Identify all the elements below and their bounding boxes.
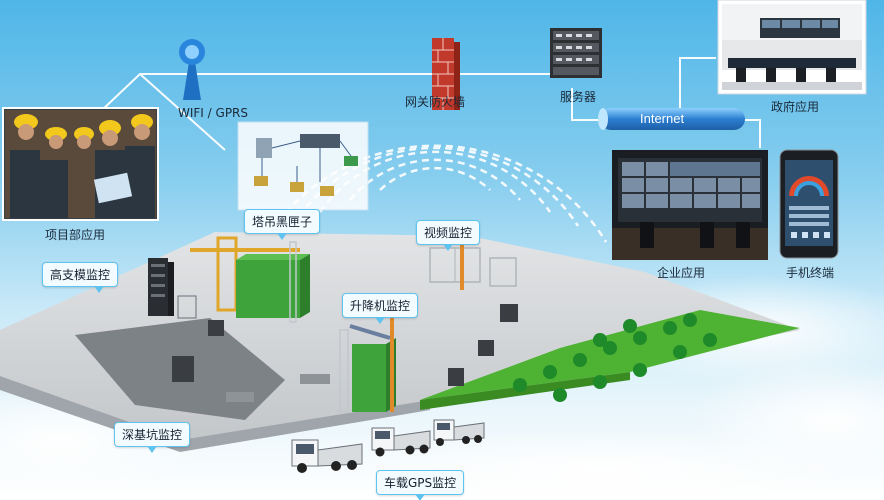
project-dept-app-label: 项目部应用 (45, 228, 106, 242)
government-control-room-image (717, 0, 867, 95)
tower-crane-callout: 塔吊黑匣子 (244, 209, 321, 240)
site-equipment (172, 304, 518, 386)
hoist-monitor-callout: 升降机监控 (342, 293, 419, 324)
hoist-building-icon (339, 300, 396, 413)
project-department-photo (2, 107, 159, 221)
server-label: 服务器 (560, 90, 597, 104)
black-box-network-diagram (237, 121, 369, 211)
pipe-stacks (226, 374, 330, 402)
firewall-label: 网关防火墙 (405, 95, 466, 109)
wifi-gprs-label: WIFI / GPRS (178, 106, 249, 120)
mobile-phone-image (779, 149, 839, 259)
formwork-monitor-callout: 高支模监控 (42, 262, 119, 293)
firewall-icon (432, 38, 460, 110)
vehicle-gps-monitor-callout: 车载GPS监控 (376, 470, 465, 500)
tower-crane-icon (190, 236, 310, 323)
truck-1 (291, 439, 363, 473)
truck-2 (371, 427, 431, 457)
internet-pipe (598, 108, 745, 130)
video-monitoring-scaffold-icon (429, 244, 517, 290)
truck-3 (433, 419, 485, 446)
connector-lines (99, 57, 761, 151)
mobile-terminal-label: 手机终端 (786, 266, 835, 280)
gps-trucks (291, 419, 485, 473)
deep-pit-monitor-callout: 深基坑监控 (114, 422, 191, 453)
video-monitor-callout: 视频监控 (416, 220, 481, 251)
formwork-building-icon (148, 258, 197, 319)
enterprise-monitoring-room-image (612, 150, 768, 260)
server-rack-icon (550, 28, 602, 78)
internet-label: Internet (640, 111, 685, 126)
government-app-label: 政府应用 (771, 100, 820, 114)
enterprise-app-label: 企业应用 (657, 266, 706, 280)
wifi-tower-icon (179, 39, 205, 100)
lawn-area (420, 310, 800, 410)
